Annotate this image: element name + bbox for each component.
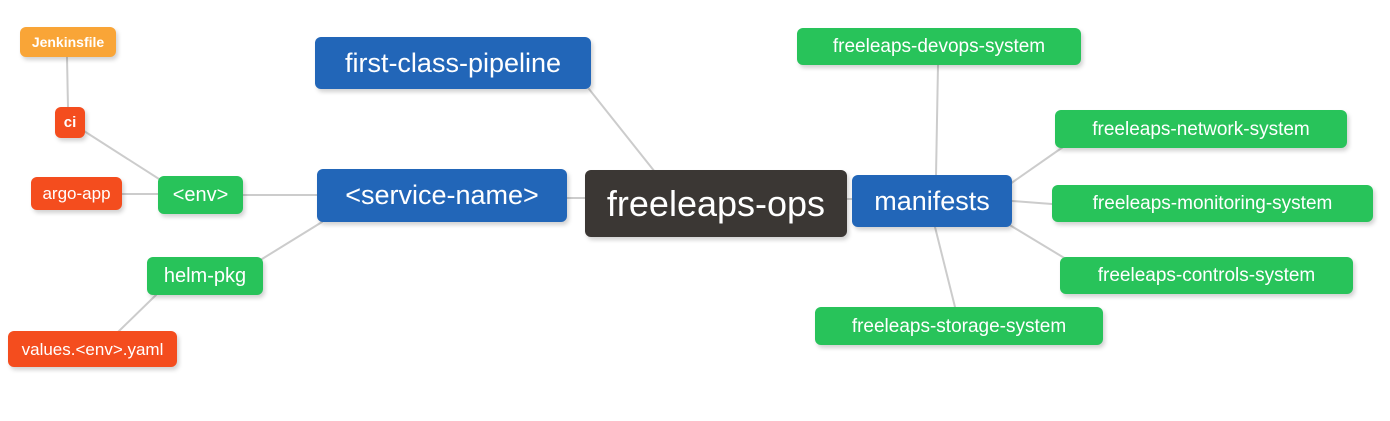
node-label: Jenkinsfile	[31, 34, 105, 50]
node-argo-app[interactable]: argo-app	[31, 177, 122, 210]
node-jenkinsfile[interactable]: Jenkinsfile	[20, 27, 116, 57]
node-first-class-pipeline[interactable]: first-class-pipeline	[315, 37, 591, 89]
node-service-name[interactable]: <service-name>	[317, 169, 567, 222]
node-label: argo-app	[42, 184, 111, 203]
node-env[interactable]: <env>	[158, 176, 243, 214]
node-label: <service-name>	[345, 180, 539, 210]
node-label: freeleaps-ops	[606, 182, 826, 224]
node-label: freeleaps-storage-system	[851, 315, 1067, 337]
node-freeleaps-network-system[interactable]: freeleaps-network-system	[1055, 110, 1347, 148]
node-freeleaps-monitoring-system[interactable]: freeleaps-monitoring-system	[1052, 185, 1373, 222]
node-ci[interactable]: ci	[55, 107, 85, 138]
node-label: helm-pkg	[163, 265, 247, 287]
node-label: manifests	[874, 185, 990, 216]
node-values-env-yaml[interactable]: values.<env>.yaml	[8, 331, 177, 367]
node-freeleaps-controls-system[interactable]: freeleaps-controls-system	[1060, 257, 1353, 294]
node-label: ci	[63, 114, 77, 131]
node-label: values.<env>.yaml	[21, 339, 164, 359]
node-manifests[interactable]: manifests	[852, 175, 1012, 227]
node-freeleaps-storage-system[interactable]: freeleaps-storage-system	[815, 307, 1103, 345]
node-label: freeleaps-network-system	[1092, 118, 1310, 140]
node-label: <env>	[172, 184, 229, 206]
node-label: first-class-pipeline	[344, 47, 562, 78]
node-label: freeleaps-devops-system	[832, 36, 1046, 57]
node-freeleaps-ops[interactable]: freeleaps-ops	[585, 170, 847, 237]
node-helm-pkg[interactable]: helm-pkg	[147, 257, 263, 295]
node-freeleaps-devops-system[interactable]: freeleaps-devops-system	[797, 28, 1081, 65]
node-label: freeleaps-controls-system	[1097, 265, 1316, 286]
node-label: freeleaps-monitoring-system	[1092, 193, 1333, 214]
